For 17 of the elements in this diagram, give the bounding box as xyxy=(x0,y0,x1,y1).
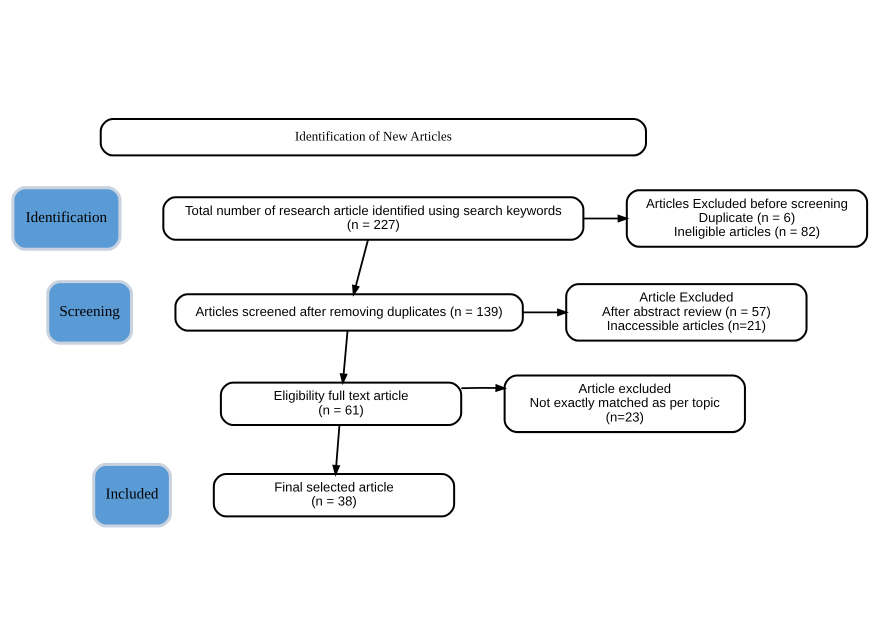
node-box: Included xyxy=(92,462,172,527)
arrow xyxy=(352,239,369,296)
node-box: Article Excluded After abstract review (n = 57) Inaccessible articles (n=21) xyxy=(565,282,808,342)
node-box: Screening xyxy=(46,280,134,344)
node-box: Identification of New Articles xyxy=(100,118,647,156)
arrow xyxy=(332,424,340,476)
node-box: Eligibility full text article (n = 61) xyxy=(220,381,462,426)
arrow xyxy=(461,383,508,392)
node-box: Articles screened after removing duplicates (n = 139) xyxy=(174,292,524,332)
node-box: Articles Excluded before screening Duplicate (n = 6) Ineligible articles (n = 82) xyxy=(626,188,868,248)
arrow xyxy=(340,330,348,385)
node-box: Identification xyxy=(11,186,122,250)
node-box: Final selected article (n = 38) xyxy=(212,472,456,517)
node-box: Total number of research article identified using search keywords (n = 227) xyxy=(162,196,584,240)
arrow xyxy=(584,214,630,222)
arrow xyxy=(523,308,569,316)
node-box: Article excluded Not exactly matched as per topic (n=23) xyxy=(504,374,746,433)
